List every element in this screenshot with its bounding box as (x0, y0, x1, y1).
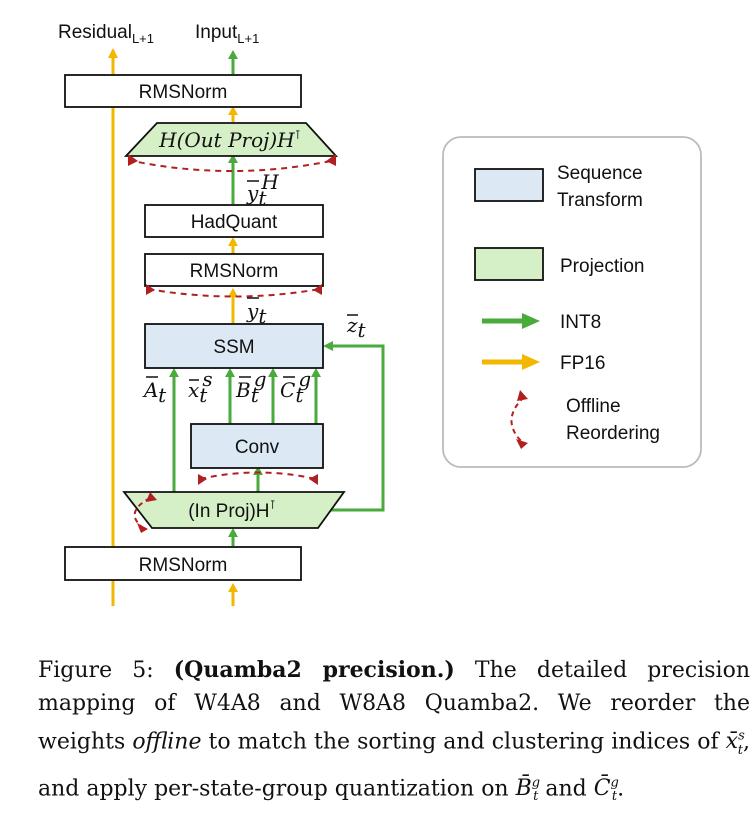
reorder-arc-conv (199, 471, 317, 480)
legend-projection-label: Projection (560, 256, 645, 277)
caption-title: (Quamba2 precision.) (173, 657, 455, 683)
fp16-arrowhead (228, 237, 238, 246)
caption-b-symbol: B̄gt (515, 775, 541, 805)
b-label: Btg (235, 367, 267, 407)
caption-text: , and apply per-state-group quantization… (38, 729, 750, 802)
z-label: zt (346, 313, 367, 342)
reorder-arc-in-proj (133, 497, 151, 528)
legend-int8-label: INT8 (560, 312, 601, 333)
rmsnorm-top-block (64, 74, 302, 108)
legend-int8-arrowhead (522, 313, 540, 329)
int8-arrowhead (225, 368, 235, 377)
z-path (318, 344, 385, 512)
a-label: At (142, 378, 167, 407)
ssm-block (144, 323, 324, 369)
figure-caption: Figure 5: (Quamba2 precision.) The detai… (38, 654, 750, 813)
conv-block (190, 423, 324, 469)
legend-fp16-label: FP16 (560, 353, 605, 374)
int8-arrowhead (228, 50, 238, 59)
ssm-label: SSM (213, 337, 254, 358)
input-output-label: InputL+1 (195, 22, 259, 46)
caption-text: to match the sorting and clustering indi… (201, 729, 726, 755)
legend-reorder-arc (510, 396, 525, 443)
caption-text: and (538, 776, 594, 802)
reorder-arrowhead (309, 474, 318, 485)
x-label: xts (188, 367, 213, 407)
fp16-arrowhead (108, 48, 118, 58)
caption-text: . (617, 776, 625, 802)
rmsnorm-mid-label: RMSNorm (190, 261, 279, 282)
y-hadamard-label: ytH (246, 170, 279, 210)
out-proj-label: H(Out Proj)H⊺ (158, 128, 301, 152)
fp16-arrowhead (228, 583, 238, 592)
caption-prefix: Figure 5: (38, 658, 174, 683)
rmsnorm-bottom-block (64, 546, 302, 581)
int8-arrowhead (311, 368, 321, 377)
legend-sequence-swatch (474, 168, 544, 202)
in-proj-block (122, 491, 346, 529)
legend-fp16-arrowhead (522, 354, 540, 370)
hadquant-block (144, 204, 324, 238)
reorder-arrowhead (198, 474, 207, 485)
reorder-arrowhead (313, 284, 322, 295)
reorder-arrowhead (128, 154, 138, 166)
rmsnorm-top-label: RMSNorm (139, 82, 228, 103)
int8-arrowhead (228, 528, 238, 537)
reorder-arrowhead (137, 523, 148, 533)
int8-arrowhead (169, 368, 179, 377)
reorder-arrowhead (326, 154, 336, 166)
caption-x-symbol: x̄st (725, 729, 745, 758)
caption-text: The detailed precision mapping of W4A8 a… (38, 658, 750, 755)
y-label: yt (246, 299, 267, 328)
fp16-arrowhead (228, 288, 238, 297)
legend-box (442, 136, 702, 468)
int8-arrowhead (228, 154, 238, 163)
int8-arrowhead (268, 368, 278, 377)
legend-reorder-arrowhead (517, 390, 528, 401)
legend-reorder-arrowhead (516, 439, 528, 449)
rmsnorm-mid-block (144, 253, 324, 287)
caption-italic: offline (132, 729, 202, 755)
reorder-arc-out-proj (127, 159, 337, 172)
int8-arrowhead (323, 341, 333, 351)
precision-diagram: ResidualL+1 InputL+1 RMSNorm H(Out Proj)… (58, 22, 702, 606)
reorder-arrowhead (146, 284, 155, 295)
hadquant-label: HadQuant (191, 212, 278, 233)
c-label: Ctg (280, 367, 311, 407)
in-proj-label: (In Proj)H⊺ (188, 498, 276, 522)
rmsnorm-bottom-label: RMSNorm (139, 555, 228, 576)
legend-projection-swatch (474, 247, 544, 281)
fp16-arrowhead (228, 106, 238, 115)
residual-output-label: ResidualL+1 (58, 22, 154, 46)
reorder-arrowhead (146, 492, 157, 502)
caption-c-symbol: C̄gt (593, 775, 619, 805)
conv-label: Conv (235, 437, 280, 458)
